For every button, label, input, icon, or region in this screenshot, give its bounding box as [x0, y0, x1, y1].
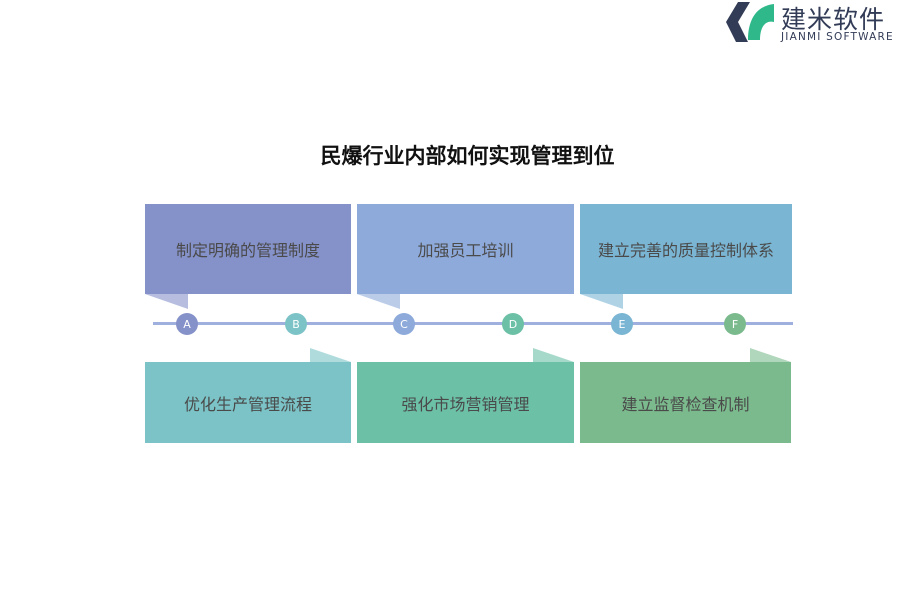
flag-tail — [357, 294, 400, 309]
flag-tail — [533, 348, 574, 362]
bottom-box: 优化生产管理流程 — [145, 362, 351, 443]
box-label: 建立监督检查机制 — [621, 394, 750, 414]
flag-tail — [145, 294, 188, 309]
box-label: 优化生产管理流程 — [183, 394, 312, 414]
logo-text-en: JIANMI SOFTWARE — [781, 31, 894, 43]
flag-tail — [750, 348, 791, 362]
flag-tail — [310, 348, 351, 362]
marker-b: B — [285, 313, 307, 335]
top-box: 制定明确的管理制度 — [145, 204, 351, 294]
top-box: 加强员工培训 — [357, 204, 574, 294]
top-box: 建立完善的质量控制体系 — [580, 204, 792, 294]
box-label: 制定明确的管理制度 — [175, 241, 320, 260]
marker-c: C — [393, 313, 415, 335]
bottom-box: 强化市场营销管理 — [357, 362, 574, 443]
marker-d: D — [502, 313, 524, 335]
bottom-box: 建立监督检查机制 — [580, 362, 791, 443]
box-label: 建立完善的质量控制体系 — [597, 241, 774, 260]
timeline-line — [153, 322, 793, 325]
logo-icon — [726, 2, 774, 42]
box-label: 强化市场营销管理 — [401, 394, 530, 414]
page-title: 民爆行业内部如何实现管理到位 — [320, 143, 615, 168]
logo — [726, 0, 776, 44]
marker-e: E — [611, 313, 633, 335]
flag-tail — [580, 294, 623, 309]
marker-f: F — [724, 313, 746, 335]
marker-a: A — [176, 313, 198, 335]
box-label: 加强员工培训 — [417, 241, 514, 260]
logo-text-cn: 建米软件 — [781, 5, 886, 34]
